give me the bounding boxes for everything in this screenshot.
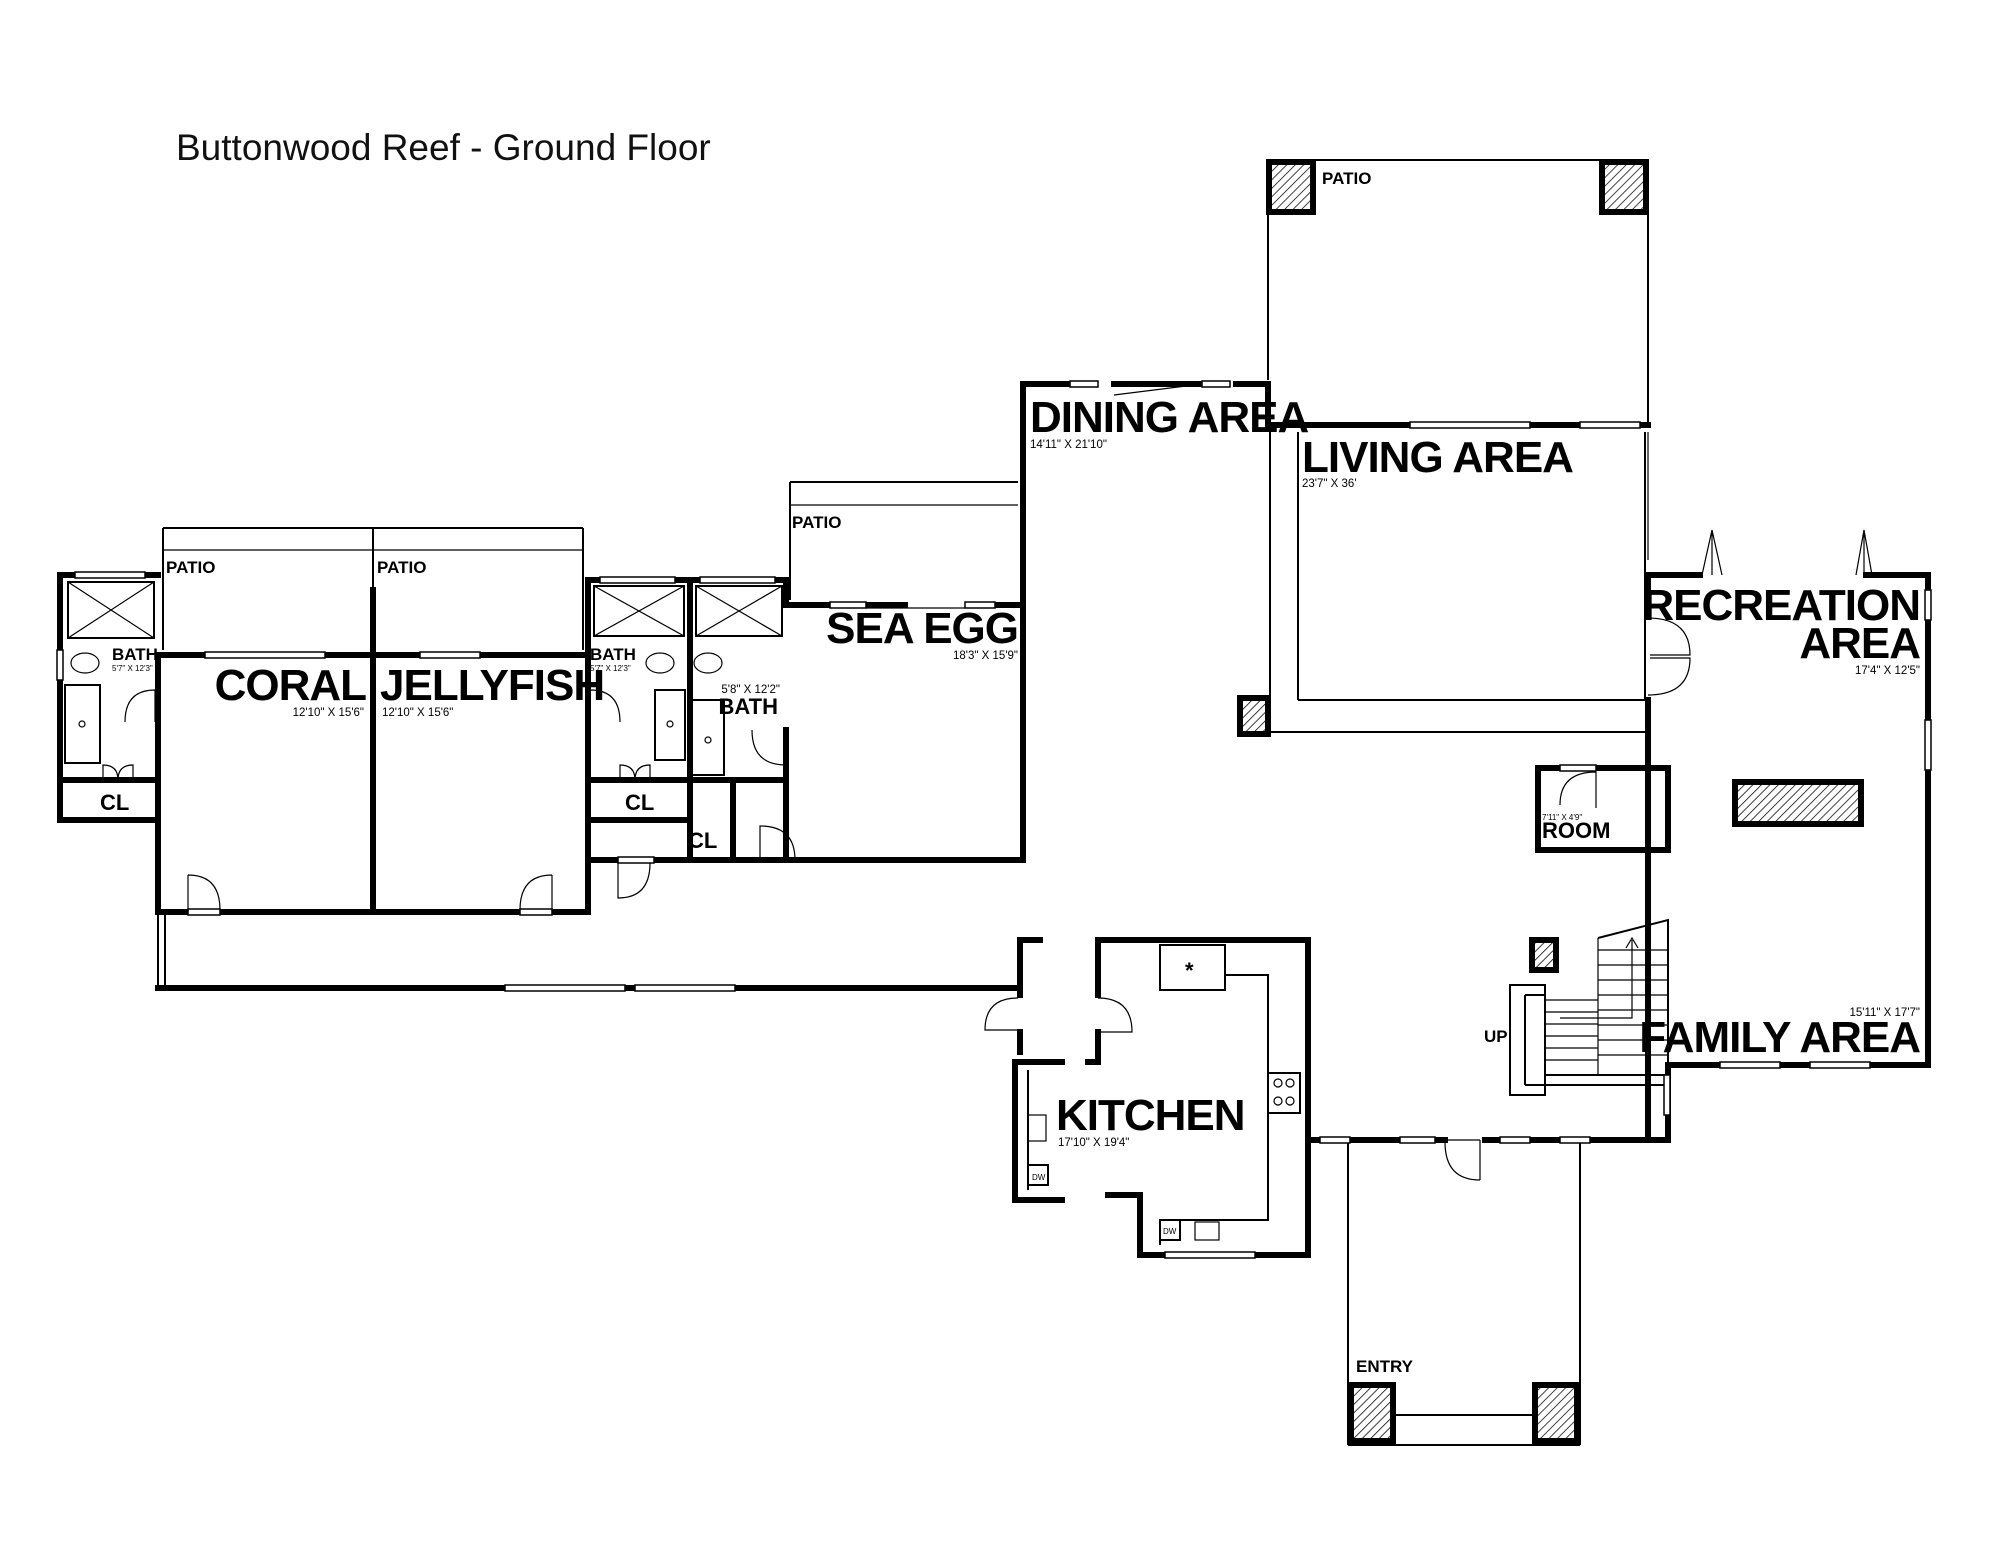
sea-egg-walls [730,481,1026,863]
sea-egg-dims: 18'3" X 15'9" [953,650,1018,662]
bath-mid-dims: 5'7" X 12'3" [590,664,631,673]
family-area-dims: 15'11" X 17'7" [1849,1007,1920,1019]
entry-walls [1309,1136,1671,1446]
bath-left-label: BATH [112,645,158,664]
post-icon [1599,159,1649,215]
bath-right-label: BATH [719,694,778,719]
post-icon [1532,1382,1580,1444]
jellyfish-label: JELLYFISH [380,661,604,710]
coral-label: CORAL [215,661,367,710]
dining-area-dims: 14'11" X 21'10" [1030,439,1107,451]
stairs-up-label: UP [1484,1027,1508,1046]
plan-title: Buttonwood Reef - Ground Floor [176,127,711,168]
patio-sea-egg-label: PATIO [792,513,841,532]
patio-jellyfish-label: PATIO [377,558,426,577]
middle-bath-walls [585,576,736,899]
recreation-area-label-line2: AREA [1799,619,1920,668]
post-icon [1348,1382,1396,1444]
small-room-dims: 7'11" X 4'9" [1542,813,1582,822]
bath-mid-label: BATH [590,645,636,664]
entry-label: ENTRY [1356,1357,1414,1376]
staircase [1509,918,1671,1143]
recreation-area-dims: 17'4" X 12'5" [1855,665,1920,677]
sea-egg-label: SEA EGG [826,604,1018,653]
post-icon [1266,159,1316,215]
bedroom-wing-walls [155,527,1018,992]
dishwasher-label-1: DW [1032,1173,1046,1182]
living-area-dims: 23'7" X 36' [1302,478,1357,490]
dining-area-label: DINING AREA [1030,393,1308,442]
closet-mid-label: CL [625,790,654,815]
post-icon [1237,695,1271,737]
patio-coral-label: PATIO [166,558,215,577]
family-area-label: FAMILY AREA [1639,1013,1920,1062]
small-room-label: ROOM [1542,818,1610,843]
patio-top-label: PATIO [1322,169,1371,188]
recreation-family-walls [1645,529,1932,1143]
kitchen-label: KITCHEN [1056,1091,1245,1140]
bath-left-dims: 5'7" X 12'3" [112,664,153,673]
post-icon [1529,937,1559,973]
dishwasher-label-2: DW [1163,1227,1177,1236]
living-area-walls [1237,421,1651,737]
kitchen-walls [984,937,1311,1259]
living-area-label: LIVING AREA [1302,433,1573,482]
recreation-area-label-line1: RECREATION [1642,581,1920,630]
small-room-walls [1535,764,1671,853]
bath-right-dims: 5'8" X 12'2" [721,684,780,696]
coral-dims: 12'10" X 15'6" [293,707,364,719]
right-bath-walls [687,576,789,863]
jellyfish-dims: 12'10" X 15'6" [382,707,453,719]
kitchen-dims: 17'10" X 19'4" [1058,1137,1129,1149]
patio-top [1266,159,1649,425]
dining-area-walls [1020,380,1301,863]
closet-right-label: CL [688,828,717,853]
left-bath-walls [56,571,161,823]
closet-left-label: CL [100,790,129,815]
room-labels: PATIO DINING AREA 14'11" X 21'10" LIVING… [100,169,1921,1376]
range-hood-mark: * [1185,958,1194,983]
fireplace-icon [1732,779,1864,827]
